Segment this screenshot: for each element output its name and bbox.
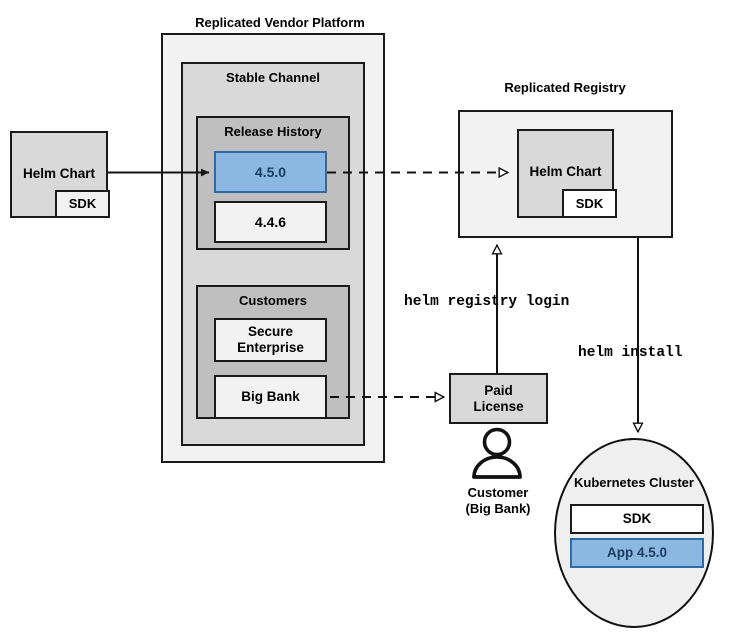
customer-big-bank[interactable]: Big Bank xyxy=(214,375,327,419)
customer-actor-line1: Customer xyxy=(467,485,529,500)
customer-secure-enterprise[interactable]: Secure Enterprise xyxy=(214,318,327,362)
vendor-platform-title: Replicated Vendor Platform xyxy=(195,15,365,30)
kubernetes-cluster-label: Kubernetes Cluster xyxy=(574,475,694,490)
customer-person-icon xyxy=(472,427,522,479)
cluster-app-box[interactable]: App 4.5.0 xyxy=(570,538,704,568)
stable-channel-label: Stable Channel xyxy=(226,70,320,85)
paid-license-box[interactable]: Paid License xyxy=(449,373,548,424)
helm-install-label: helm install xyxy=(578,345,683,361)
registry-title: Replicated Registry xyxy=(504,80,626,95)
paid-license-line2: License xyxy=(473,398,524,414)
helm-registry-login-label: helm registry login xyxy=(404,294,570,310)
paid-license-line1: Paid xyxy=(484,382,513,398)
registry-helm-chart-sdk[interactable]: SDK xyxy=(562,189,617,218)
release-version-4-4-6[interactable]: 4.4.6 xyxy=(214,201,327,243)
customer-actor-line2: (Big Bank) xyxy=(465,501,531,517)
release-version-4-5-0[interactable]: 4.5.0 xyxy=(214,151,327,193)
customer-secure-enterprise-line1: Secure xyxy=(247,324,294,340)
customers-label: Customers xyxy=(239,293,307,308)
source-helm-chart-sdk[interactable]: SDK xyxy=(55,190,110,218)
cluster-sdk-box[interactable]: SDK xyxy=(570,504,704,534)
customer-secure-enterprise-line2: Enterprise xyxy=(237,340,304,355)
customer-actor-caption: Customer (Big Bank) xyxy=(417,485,579,518)
release-history-label: Release History xyxy=(224,124,322,139)
